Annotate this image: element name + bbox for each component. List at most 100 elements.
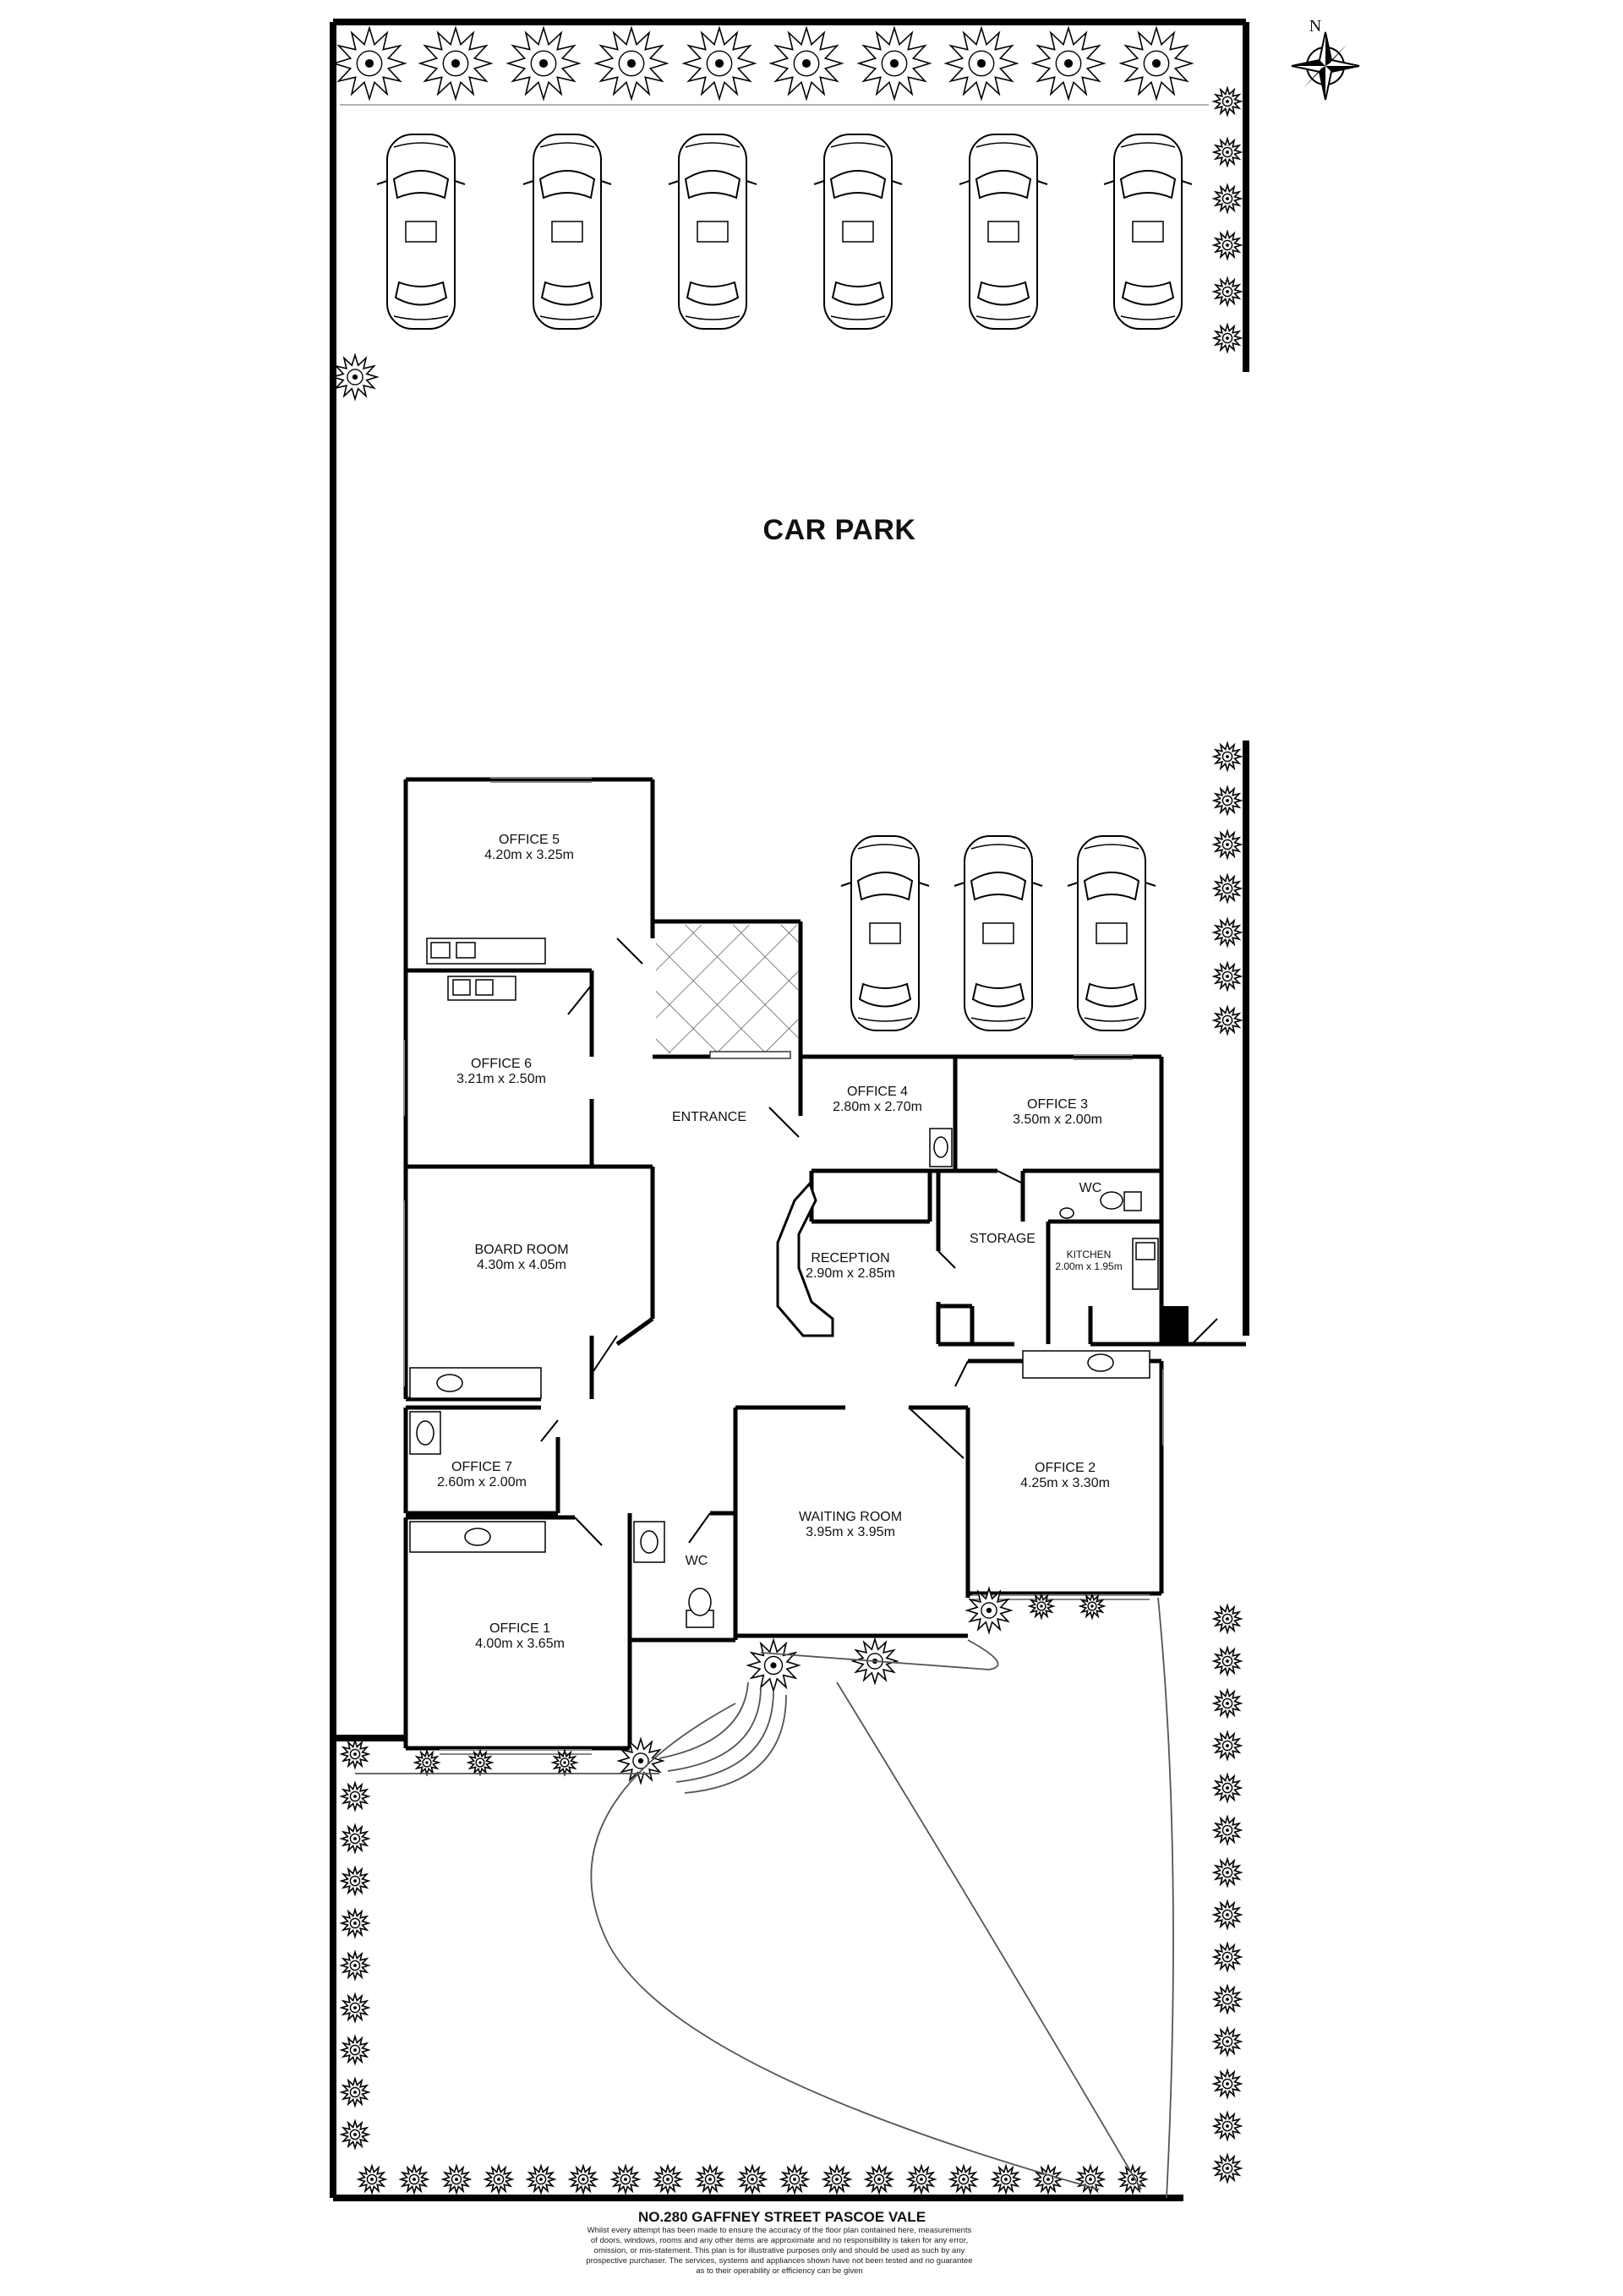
shrub-icon (1211, 1899, 1243, 1931)
shrub-icon (418, 25, 494, 101)
car-icon (1103, 134, 1193, 330)
entrance-porch-tiles (656, 925, 798, 1053)
shrub-icon (681, 25, 757, 101)
shrub-icon (339, 2076, 371, 2108)
room-label-office-2: OFFICE 2 4.25m x 3.30m (1020, 1461, 1110, 1492)
room-name: OFFICE 4 (846, 1085, 909, 1099)
shrub-icon (652, 2163, 684, 2195)
footer-disclaimer: Whilst every attempt has been made to en… (586, 2226, 972, 2276)
shrub-icon (1211, 916, 1243, 948)
room-label-office-3: OFFICE 3 3.50m x 2.00m (1013, 1097, 1102, 1129)
car-icon (954, 835, 1043, 1031)
shrub-icon (356, 2163, 388, 2195)
room-dimensions: 4.00m x 3.65m (475, 1637, 565, 1652)
room-label-board-room: BOARD ROOM 4.30m x 4.05m (474, 1243, 568, 1274)
room-name: OFFICE 5 (498, 833, 560, 847)
shrub-icon (990, 2163, 1022, 2195)
shrub-icon (1211, 229, 1243, 261)
shrub-icon (1032, 2163, 1064, 2195)
room-name: STORAGE (970, 1232, 1036, 1246)
shrub-icon (331, 25, 407, 101)
shrub-icon (1211, 322, 1243, 354)
front-path (355, 1597, 1174, 2199)
room-label-office-5: OFFICE 5 4.20m x 3.25m (484, 833, 574, 864)
stair-block (1161, 1306, 1189, 1344)
shrub-icon (1211, 136, 1243, 168)
car-park-label: CAR PARK (762, 514, 916, 546)
disclaimer-line: as to their operability or efficiency ca… (696, 2266, 863, 2276)
shrub-icon (1211, 1983, 1243, 2015)
room-name: OFFICE 2 (1034, 1461, 1096, 1475)
car-icon (668, 134, 757, 330)
shrub-icon (1211, 741, 1243, 773)
room-dimensions: 3.21m x 2.50m (456, 1072, 546, 1087)
room-dimensions: 4.25m x 3.30m (1020, 1476, 1110, 1491)
room-name: BOARD ROOM (474, 1243, 569, 1257)
shrub-icon (821, 2163, 853, 2195)
room-dimensions: 2.90m x 2.85m (806, 1266, 895, 1282)
shrub-icon (943, 25, 1019, 101)
shrub-icon (1211, 960, 1243, 992)
room-name: OFFICE 7 (451, 1460, 513, 1474)
shrub-icon (1211, 276, 1243, 308)
room-label-office-1: OFFICE 1 4.00m x 3.65m (475, 1621, 565, 1653)
shrub-icon (1211, 2025, 1243, 2058)
entrance-threshold (709, 1051, 791, 1059)
disclaimer-line: omission, or mis-statement. This plan is… (593, 2245, 965, 2255)
fixtures (409, 938, 1159, 1628)
shrub-icon (746, 1637, 801, 1693)
room-name: OFFICE 6 (470, 1057, 533, 1071)
room-name: WC (685, 1554, 708, 1568)
shrub-icon (1211, 1603, 1243, 1635)
room-dimensions: 4.20m x 3.25m (484, 848, 574, 863)
room-label-kitchen: KITCHEN 2.00m x 1.95m (1055, 1249, 1122, 1273)
shrub-icon (1211, 1814, 1243, 1846)
car-icon (959, 134, 1048, 330)
shrub-icon (905, 2163, 937, 2195)
shrub-icon (413, 1748, 441, 1777)
shrub-icon (1211, 85, 1243, 118)
compass-north-label: N (1309, 17, 1322, 36)
car-icon (840, 835, 930, 1031)
car-icon (522, 134, 612, 330)
room-dimensions: 3.95m x 3.95m (806, 1525, 895, 1540)
shrub-icon (948, 2163, 980, 2195)
room-dimensions: 2.00m x 1.95m (1055, 1260, 1123, 1272)
shrub-icon (331, 353, 380, 402)
shrub-icon (1211, 183, 1243, 215)
room-dimensions: 4.30m x 4.05m (477, 1258, 566, 1273)
room-label-office-4: OFFICE 4 2.80m x 2.70m (833, 1085, 922, 1116)
shrub-icon (1211, 1730, 1243, 1762)
shrub-icon (339, 1738, 371, 1770)
shrub-icon (339, 1780, 371, 1812)
room-label-office-6: OFFICE 6 3.21m x 2.50m (456, 1057, 546, 1088)
shrub-icon (1211, 1687, 1243, 1719)
room-dimensions: 3.50m x 2.00m (1013, 1112, 1102, 1128)
shrub-icon (525, 2163, 557, 2195)
shrub-icon (609, 2163, 642, 2195)
shrub-icon (1030, 25, 1107, 101)
room-label-wc-west: WC (686, 1554, 708, 1569)
disclaimer-line: Whilst every attempt has been made to en… (587, 2226, 972, 2235)
shrub-icon (1117, 2163, 1149, 2195)
compass-rose-icon (1291, 31, 1360, 101)
shrub-icon (1211, 2152, 1243, 2184)
shrub-icon (339, 1823, 371, 1855)
room-name: RECEPTION (811, 1251, 890, 1266)
footer-address: NO.280 GAFFNEY STREET PASCOE VALE (637, 2209, 926, 2225)
shrub-icon (339, 1865, 371, 1897)
shrub-icon (440, 2163, 473, 2195)
car-icon (813, 134, 903, 330)
room-dimensions: 2.60m x 2.00m (437, 1475, 527, 1490)
room-name: ENTRANCE (671, 1110, 747, 1124)
room-name: WAITING ROOM (798, 1510, 903, 1524)
cars-group (376, 134, 1193, 1031)
room-name: KITCHEN (1066, 1249, 1112, 1260)
shrub-icon (339, 1992, 371, 2024)
shrub-icon (339, 2118, 371, 2151)
car-icon (1067, 835, 1156, 1031)
shrub-icon (505, 25, 582, 101)
shrub-icon (1211, 1645, 1243, 1677)
windows (403, 777, 1164, 1755)
